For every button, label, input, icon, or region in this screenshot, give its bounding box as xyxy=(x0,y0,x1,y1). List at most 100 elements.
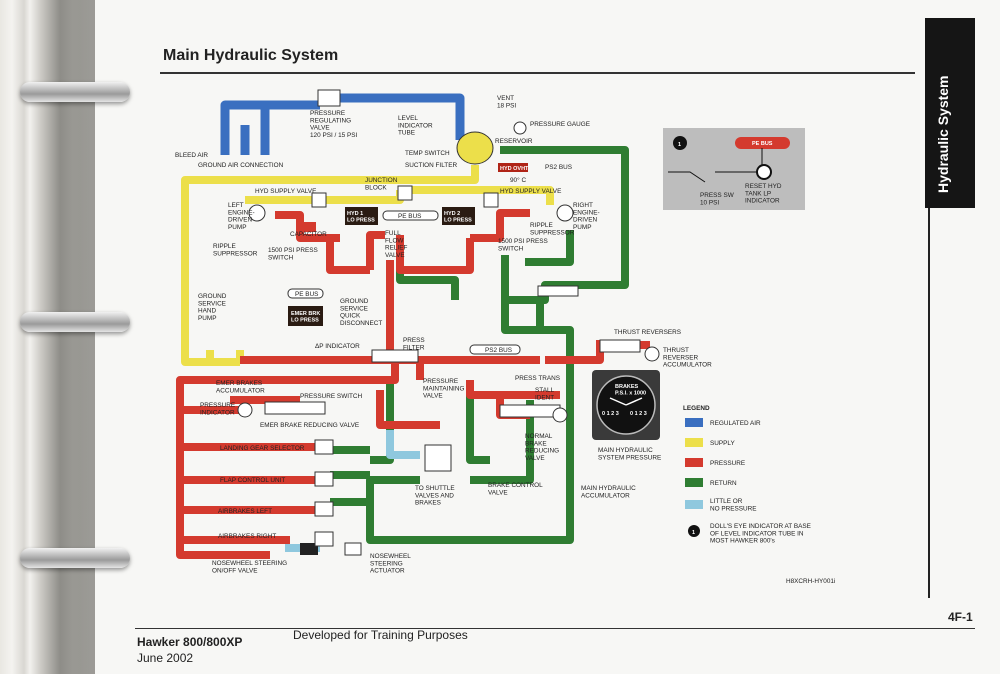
page-title: Main Hydraulic System xyxy=(163,47,339,64)
gauge-needle-left xyxy=(609,397,627,406)
label-90c: 90° C xyxy=(510,176,526,184)
pe-bus-box-top xyxy=(382,210,439,221)
doll-eye-callout xyxy=(663,128,805,210)
label-temp-switch: TEMP SWITCH xyxy=(405,150,450,157)
legend-swatch-pressure xyxy=(685,458,703,467)
label-flap-control-unit: FLAP CONTROL UNIT xyxy=(220,477,285,484)
label-ps2-bus-mid: PS2 BUS xyxy=(485,347,512,354)
label-pe-bus-top: PE BUS xyxy=(398,213,421,220)
label-gauge-right-scale: 0 1 2 3 xyxy=(630,411,647,417)
label-landing-gear-selector: LANDING GEAR SELECTOR xyxy=(220,445,305,452)
label-bleed-air: BLEED AIR xyxy=(175,152,208,159)
emer-brk-annunciator xyxy=(288,306,323,326)
right-supply-valve-icon xyxy=(483,192,499,208)
binder-ring-middle xyxy=(20,312,130,332)
binder-ring-top xyxy=(20,82,130,102)
label-hyd-ovht: HYD OVHT xyxy=(500,166,529,172)
label-emer-brake-reducing-valve: EMER BRAKE REDUCING VALVE xyxy=(260,422,359,429)
label-ground-air-connection: GROUND AIR CONNECTION xyxy=(198,162,284,169)
return-filter-icon xyxy=(537,285,579,297)
legend-note-badge xyxy=(688,525,700,537)
pressure-regulating-valve-icon xyxy=(317,89,341,107)
callout-switch-line xyxy=(668,171,757,183)
footer-note: Developed for Training Purposes xyxy=(293,628,468,642)
landing-gear-selector-box xyxy=(314,439,334,455)
legend-label-supply: SUPPLY xyxy=(710,440,735,447)
callout-number: 1 xyxy=(678,142,681,148)
footer-aircraft: Hawker 800/800XP xyxy=(137,635,243,649)
flap-control-unit-box xyxy=(314,471,334,487)
page-number: 4F-1 xyxy=(948,610,973,624)
pressure-gauge-icon xyxy=(513,121,527,135)
legend-swatch-regulated-air xyxy=(685,418,703,427)
section-tab: Hydraulic System xyxy=(925,18,975,208)
junction-block-icon xyxy=(397,185,413,201)
label-gauge-left-scale: 0 1 2 3 xyxy=(602,411,619,417)
nosewheel-steering-valve-icon xyxy=(300,543,318,555)
legend-label-pressure: PRESSURE xyxy=(710,460,745,467)
figure-id: H8XCRH-HY001i xyxy=(786,578,835,585)
brake-pressure-gauge xyxy=(592,370,660,440)
gauge-needle-right xyxy=(625,397,643,406)
label-airbrakes-right: AIRBRAKES RIGHT xyxy=(218,533,276,540)
legend-swatch-return xyxy=(685,478,703,487)
legend-label-regulated-air: REGULATED AIR xyxy=(710,420,761,427)
label-capacitor: CAPACITOR xyxy=(290,231,327,238)
legend-swatch-little-pressure xyxy=(685,500,703,509)
right-pump-icon xyxy=(556,204,574,222)
reservoir-icon xyxy=(456,131,494,165)
title-divider xyxy=(160,72,915,74)
reset-indicator-icon xyxy=(756,164,772,180)
pressure-indicator-icon xyxy=(237,402,253,418)
label-suction-filter: SUCTION FILTER xyxy=(405,162,457,169)
regulated-air-lines xyxy=(220,93,465,155)
label-pe-bus-left: PE BUS xyxy=(295,291,318,298)
legend-label-return: RETURN xyxy=(710,480,737,487)
legend-title: LEGEND xyxy=(683,405,710,412)
footer-date: June 2002 xyxy=(137,651,194,665)
airbrakes-left-box xyxy=(314,501,334,517)
label-hyd-supply-valve-left: HYD SUPPLY VALVE xyxy=(255,188,316,195)
callout-pe-bus-label: PE BUS xyxy=(752,141,773,147)
thrust-reverser-accumulator-icon xyxy=(644,346,660,362)
hyd1-lo-press-annunciator xyxy=(345,207,378,225)
binder-ring-bottom xyxy=(20,548,130,568)
brake-control-valve-icon xyxy=(424,444,452,472)
label-reservoir: RESERVOIR xyxy=(495,138,533,145)
airbrakes-right-box xyxy=(314,531,334,547)
label-pressure-gauge: PRESSURE GAUGE xyxy=(530,121,590,128)
label-thrust-reversers: THRUST REVERSERS xyxy=(614,329,681,336)
hyd2-lo-press-annunciator xyxy=(442,207,475,225)
tab-divider xyxy=(928,18,930,598)
main-accumulator-gauge-icon xyxy=(552,407,568,423)
callout-number-badge xyxy=(673,136,687,150)
callout-pe-bus xyxy=(735,137,790,149)
